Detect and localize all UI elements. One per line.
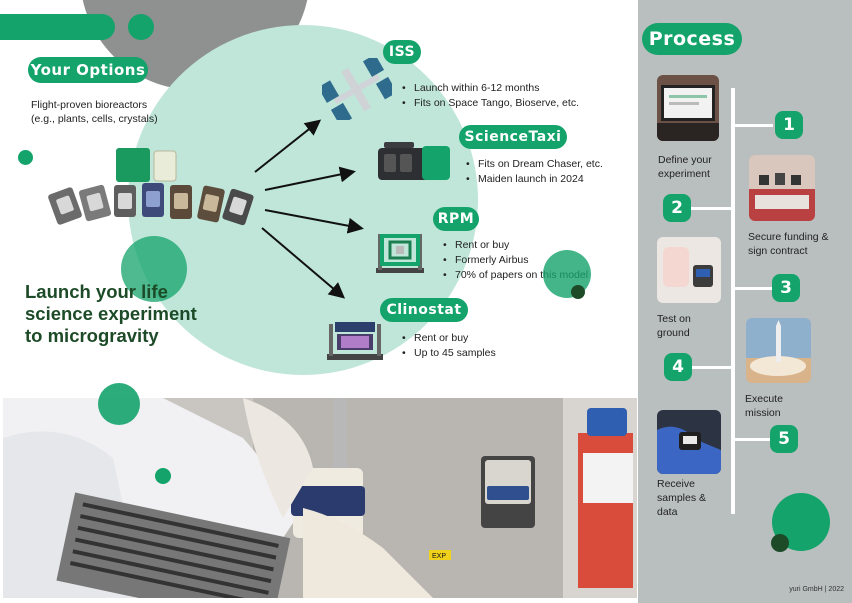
laptop-photo	[657, 75, 719, 141]
clinostat-bullets: Rent or buy Up to 45 samples	[400, 331, 496, 361]
samples-photo	[657, 410, 721, 474]
step-5-badge: 5	[770, 425, 798, 453]
timeline-branch	[733, 124, 773, 127]
green-dot-small	[155, 468, 171, 484]
step-1-badge: 1	[775, 111, 803, 139]
bullet: Fits on Space Tango, Bioserve, etc.	[400, 96, 579, 111]
options-description: Flight-proven bioreactors (e.g., plants,…	[31, 99, 158, 125]
green-bar-decoration	[0, 14, 115, 40]
timeline-branch	[733, 287, 773, 290]
clinostat-illustration	[327, 322, 383, 360]
bullet: Fits on Dream Chaser, etc.	[464, 157, 603, 172]
timeline-branch	[690, 366, 733, 369]
step-3-label: Test on ground	[657, 313, 691, 339]
contract-photo	[749, 155, 815, 221]
bullet: Launch within 6-12 months	[400, 81, 579, 96]
your-options-title: Your Options	[28, 57, 148, 83]
timeline-line	[731, 88, 735, 514]
platform-title-rpm: RPM	[433, 207, 479, 231]
exp-label: EXP	[432, 553, 446, 560]
green-dot-decoration	[128, 14, 154, 40]
green-dot-small	[18, 150, 33, 165]
headline: Launch your life science experiment to m…	[25, 281, 197, 346]
bullet: Maiden launch in 2024	[464, 172, 603, 187]
green-circle-decoration	[121, 236, 187, 302]
step-2-label: Secure funding & sign contract	[748, 231, 829, 257]
bullet: Up to 45 samples	[400, 346, 496, 361]
step-1-label: Define your experiment	[658, 154, 712, 180]
platform-title-clinostat: Clinostat	[380, 298, 468, 322]
bullet: Formerly Airbus	[441, 253, 588, 268]
step-3-badge: 3	[772, 274, 800, 302]
platform-title-sciencetaxi: ScienceTaxi	[459, 125, 567, 149]
ground-test-photo	[657, 237, 721, 303]
iss-illustration	[322, 58, 392, 120]
step-5-label: Receive samples & data	[657, 478, 707, 518]
footer-credit: yuri GmbH | 2022	[789, 586, 844, 593]
step-4-label: Execute mission	[745, 393, 783, 419]
bullet: Rent or buy	[441, 238, 588, 253]
timeline-branch	[690, 207, 733, 210]
process-title: Process	[642, 23, 742, 55]
step-2-badge: 2	[663, 194, 691, 222]
bioreactors-illustration	[48, 148, 254, 226]
rocket-launch-photo	[746, 318, 811, 383]
platform-title-iss: ISS	[383, 40, 421, 64]
sciencetaxi-bullets: Fits on Dream Chaser, etc. Maiden launch…	[464, 157, 603, 187]
iss-bullets: Launch within 6-12 months Fits on Space …	[400, 81, 579, 111]
step-4-badge: 4	[664, 353, 692, 381]
sciencetaxi-illustration	[378, 142, 450, 180]
green-circle-decoration	[98, 383, 140, 425]
dark-green-dot	[771, 534, 789, 552]
lab-photo: EXP	[3, 398, 637, 598]
bullet: Rent or buy	[400, 331, 496, 346]
rpm-illustration	[376, 234, 424, 273]
process-panel: Process	[638, 0, 852, 603]
dark-green-dot	[571, 285, 585, 299]
timeline-branch	[733, 438, 773, 441]
arrows-to-platforms	[254, 119, 364, 299]
